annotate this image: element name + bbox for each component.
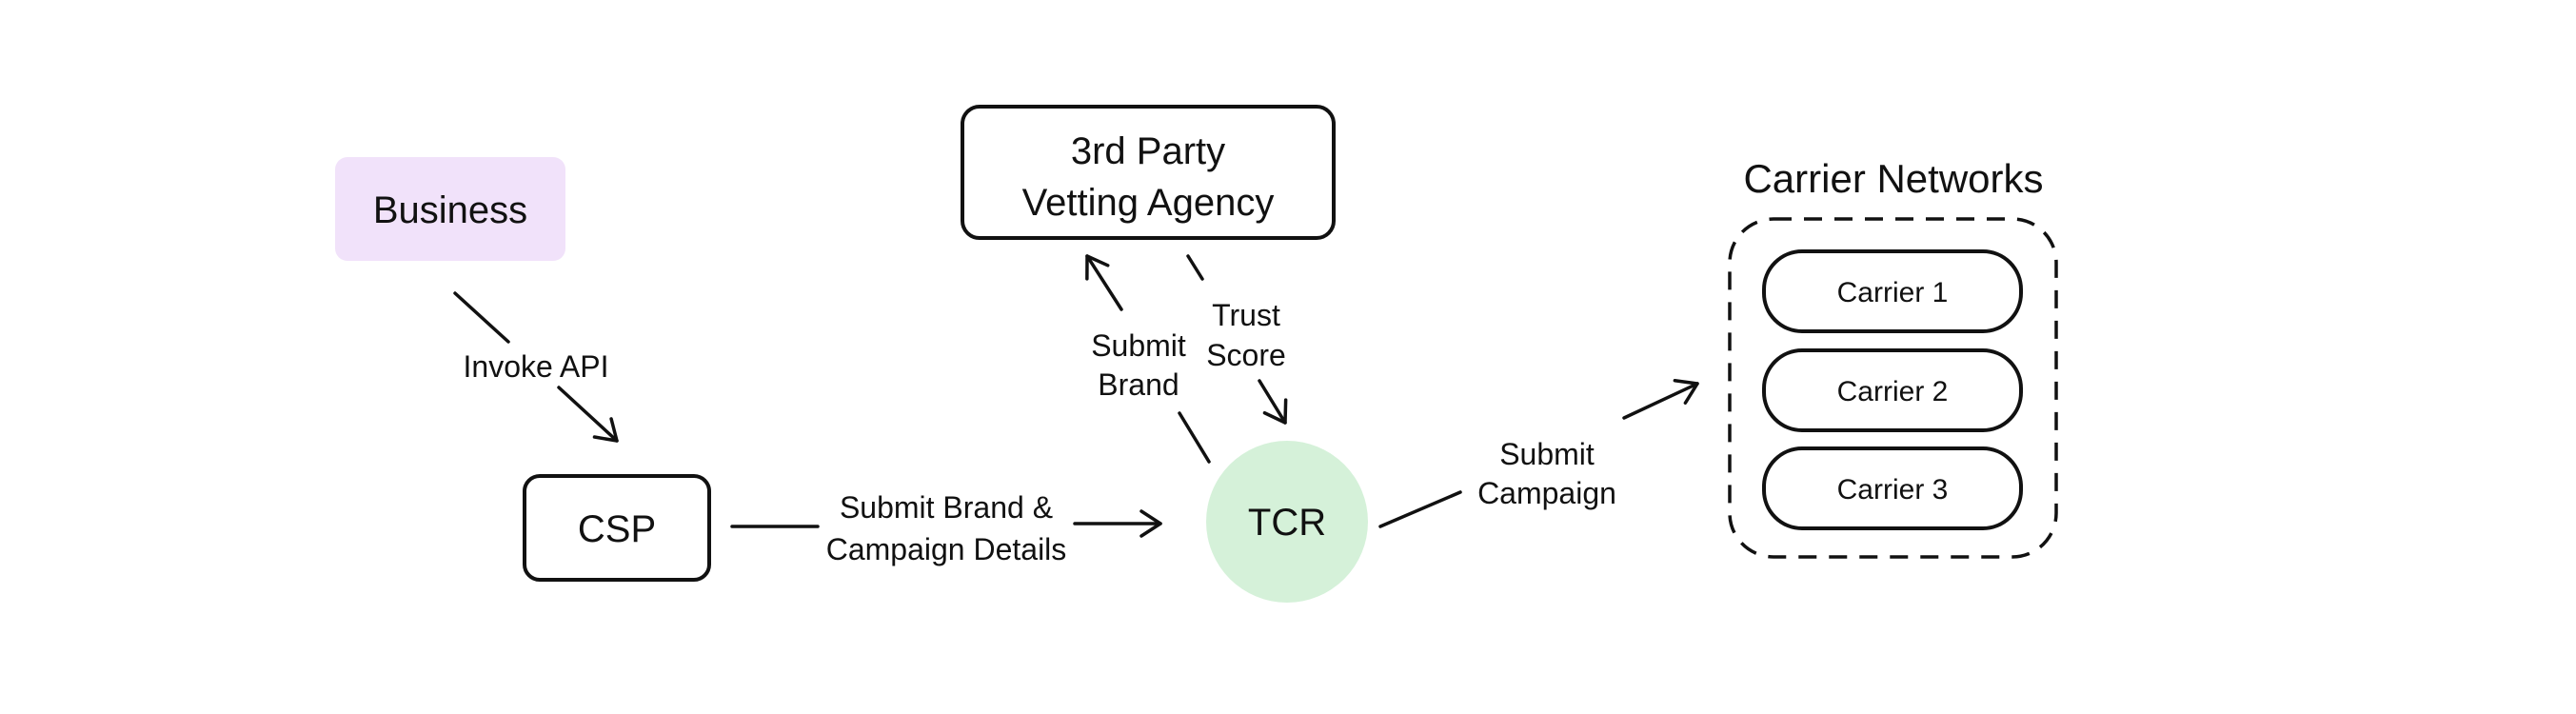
carrier-1-node bbox=[1762, 249, 2023, 333]
vetting-agency-node bbox=[961, 105, 1336, 240]
business-label: Business bbox=[373, 189, 527, 231]
submit-brand-campaign-label-line1: Submit Brand & bbox=[840, 490, 1053, 525]
edge-submit-brand-segment-1 bbox=[1178, 411, 1211, 464]
carrier-2-label: Carrier 2 bbox=[1837, 376, 1949, 407]
edge-trust-score-segment-1 bbox=[1186, 254, 1204, 281]
trust-score-label-line2: Score bbox=[1206, 338, 1286, 372]
edge-submit-brand-segment-2 bbox=[1085, 254, 1123, 311]
vetting-agency-label-line1: 3rd Party bbox=[1071, 130, 1225, 172]
edge-submit-campaign-segment-1 bbox=[1378, 490, 1462, 528]
tcr-label: TCR bbox=[1248, 502, 1326, 544]
vetting-agency-label-line2: Vetting Agency bbox=[1022, 182, 1275, 224]
arrowhead-trust-score bbox=[1262, 398, 1288, 425]
carrier-2-node bbox=[1762, 348, 2023, 432]
carrier-3-node bbox=[1762, 446, 2023, 530]
invoke-api-label: Invoke API bbox=[464, 349, 609, 384]
carrier-networks-title: Carrier Networks bbox=[1743, 156, 2043, 201]
carrier-1-label: Carrier 1 bbox=[1837, 277, 1949, 308]
edge-submit-campaign-segment-2 bbox=[1622, 382, 1699, 420]
submit-brand-label-line1: Submit bbox=[1091, 328, 1186, 363]
trust-score-label-line1: Trust bbox=[1212, 298, 1280, 332]
carrier-networks-container bbox=[1728, 217, 2058, 559]
labels: Business CSP 3rd Party Vetting Agency TC… bbox=[373, 130, 2044, 566]
node-shapes bbox=[335, 105, 2058, 603]
csp-label: CSP bbox=[578, 508, 656, 550]
edge-invoke-api-segment-2 bbox=[557, 386, 619, 443]
arrowhead-submit-campaign bbox=[1673, 378, 1699, 406]
submit-campaign-label-line1: Submit bbox=[1499, 437, 1595, 471]
submit-campaign-label-line2: Campaign bbox=[1477, 476, 1616, 510]
arrowhead-submit-brand-campaign bbox=[1139, 509, 1162, 538]
edge-trust-score-segment-2 bbox=[1258, 379, 1287, 425]
carrier-3-label: Carrier 3 bbox=[1837, 474, 1949, 506]
csp-node bbox=[523, 474, 711, 582]
tcr-node bbox=[1206, 441, 1368, 603]
submit-brand-label-line2: Brand bbox=[1098, 367, 1179, 402]
edges bbox=[453, 254, 1699, 538]
business-node bbox=[335, 157, 565, 261]
arrowhead-submit-brand bbox=[1085, 254, 1110, 281]
arrowhead-invoke-api bbox=[592, 417, 619, 443]
submit-brand-campaign-label-line2: Campaign Details bbox=[826, 532, 1067, 566]
edge-invoke-api-segment-1 bbox=[453, 291, 510, 344]
